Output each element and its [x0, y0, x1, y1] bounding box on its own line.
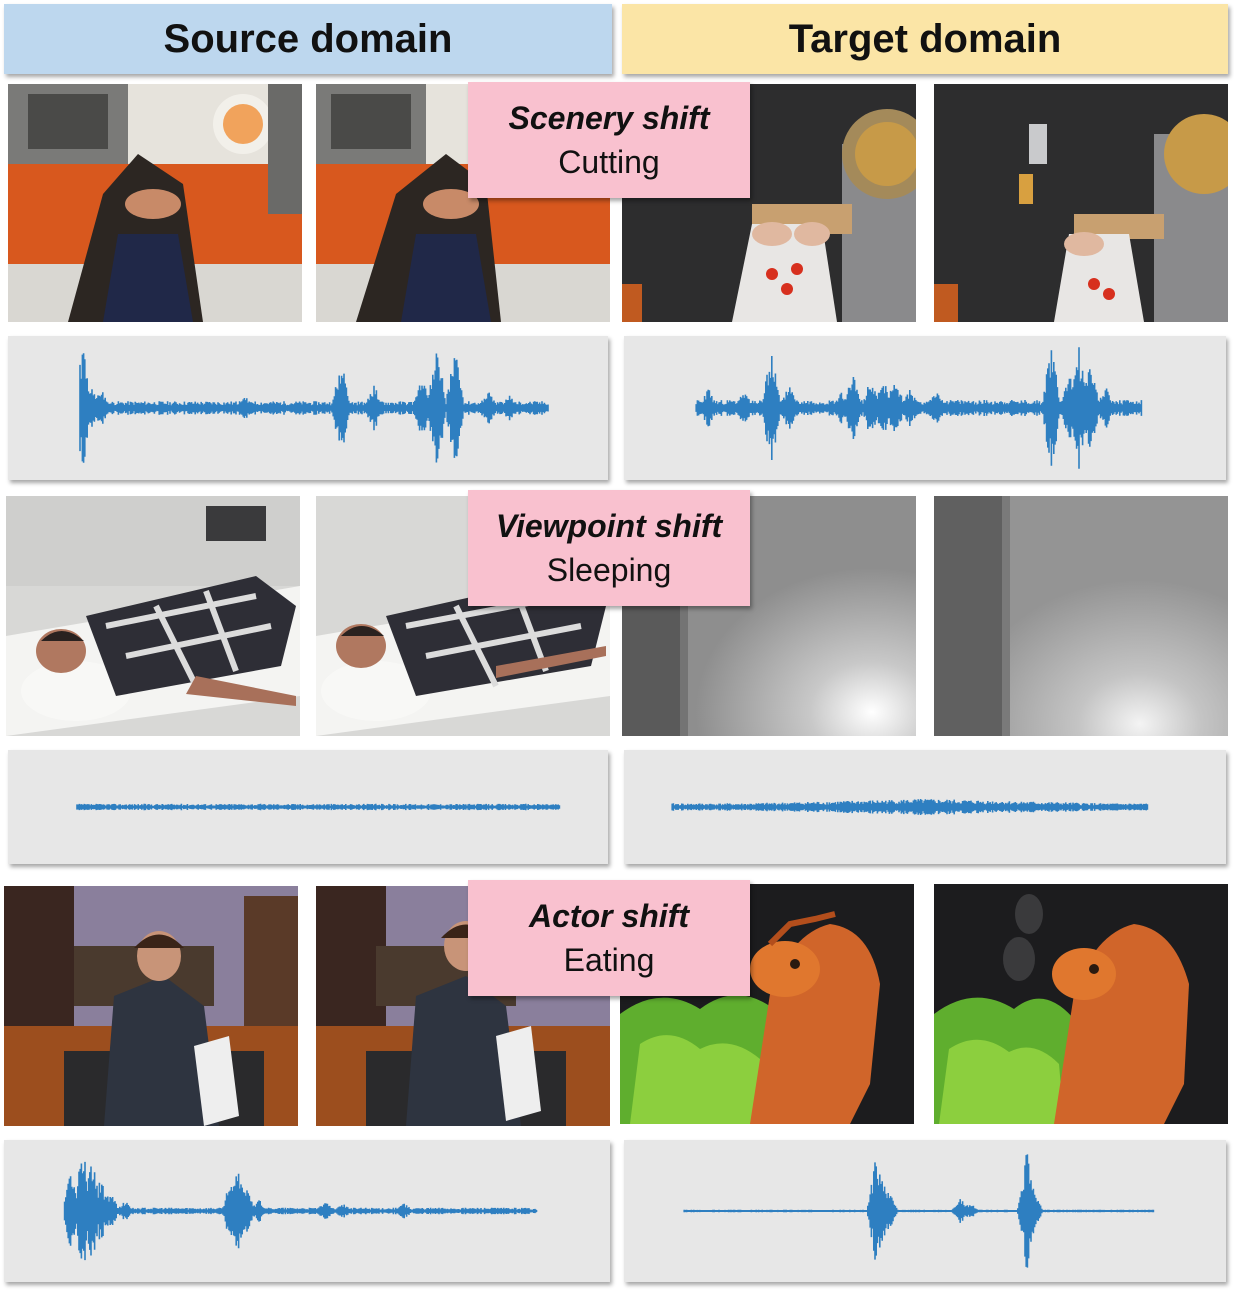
source-frame-eating-1 [4, 886, 298, 1126]
source-domain-header: Source domain [4, 4, 612, 74]
target-frame-cutting-2 [934, 84, 1228, 322]
target-domain-header: Target domain [622, 4, 1228, 74]
shift-label-viewpoint: Viewpoint shift Sleeping [468, 490, 750, 606]
source-waveform-sleeping [8, 750, 608, 864]
target-waveform-sleeping [624, 750, 1226, 864]
source-frame-cutting-2 [316, 84, 610, 322]
source-waveform-eating [4, 1140, 610, 1282]
shift-action: Eating [563, 942, 655, 978]
target-waveform-cutting [624, 336, 1226, 480]
target-frame-eating-2 [934, 884, 1228, 1124]
shift-name: Actor shift [529, 898, 689, 934]
source-waveform-cutting [8, 336, 608, 480]
shift-action: Cutting [558, 144, 660, 180]
shift-name: Viewpoint shift [495, 508, 723, 544]
shift-label-scenery: Scenery shift Cutting [468, 82, 750, 198]
source-frame-sleeping-1 [6, 496, 300, 736]
source-frame-cutting-1 [8, 84, 302, 322]
target-frame-sleeping-2 [934, 496, 1228, 736]
shift-label-actor: Actor shift Eating [468, 880, 750, 996]
shift-action: Sleeping [546, 552, 672, 588]
shift-name: Scenery shift [508, 100, 710, 136]
target-waveform-eating [624, 1140, 1226, 1282]
